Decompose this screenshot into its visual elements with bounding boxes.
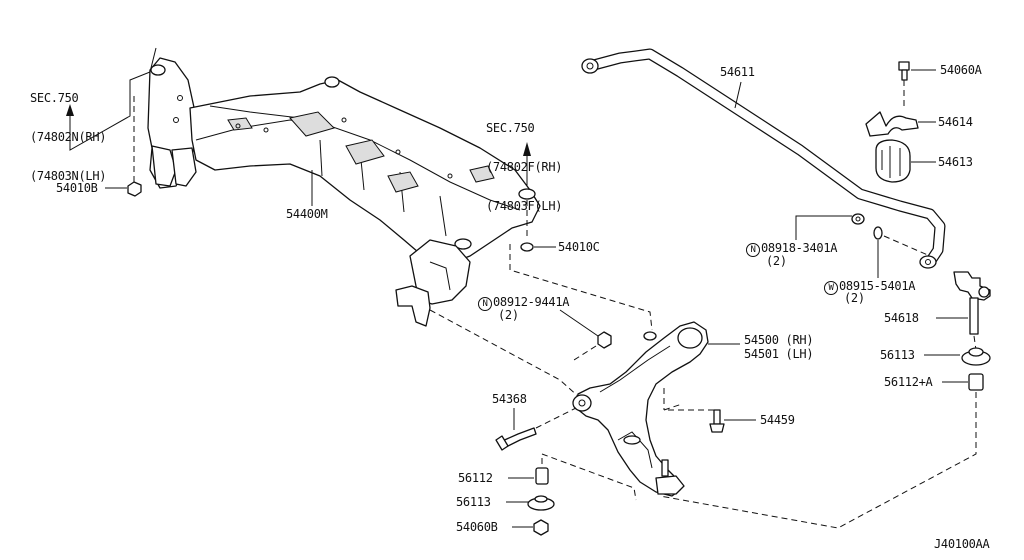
bolt-54368 xyxy=(495,407,577,451)
label-54501: 54501 (LH) xyxy=(744,347,814,361)
circled-n-icon: N xyxy=(478,297,492,311)
bolt-54060a xyxy=(898,61,936,110)
label-54613: 54613 xyxy=(938,155,973,169)
bracket-54614 xyxy=(865,111,936,137)
sec-left-label: SEC.750 (74802N(RH) (74803N(LH) xyxy=(30,66,106,196)
sec-center-line1: SEC.750 xyxy=(486,121,535,135)
lower-control-arm xyxy=(572,321,740,497)
label-54010b: 54010B xyxy=(56,181,98,195)
collar-56112 xyxy=(508,453,637,501)
washer-54010c xyxy=(520,200,556,252)
bushing-56113-left xyxy=(506,495,555,511)
stabilizer-bar xyxy=(581,48,946,269)
sec-left-line2: (74802N(RH) xyxy=(30,130,107,144)
code-08915: 08915-5401A xyxy=(839,279,916,293)
sec-center-line2: (74802F(RH) xyxy=(486,160,563,174)
qty-08912: (2) xyxy=(498,308,519,322)
sec-left-line1: SEC.750 xyxy=(30,91,79,105)
washer-08915 xyxy=(873,226,931,278)
nut-08912 xyxy=(559,309,612,361)
qty-08915: (2) xyxy=(844,291,865,305)
circled-n-icon: N xyxy=(746,243,760,257)
label-54611: 54611 xyxy=(720,65,755,79)
label-54400m: 54400M xyxy=(286,207,328,221)
label-56113-right: 56113 xyxy=(880,348,915,362)
connecting-rod-54618 xyxy=(936,271,991,351)
label-54060a: 54060A xyxy=(940,63,982,77)
nut-54060b xyxy=(512,519,549,536)
label-54060b: 54060B xyxy=(456,520,498,534)
sec-center-reference xyxy=(523,142,531,186)
sec-center-line3: (74803F(LH) xyxy=(486,199,563,213)
label-54010c: 54010C xyxy=(558,240,600,254)
collar-56112a xyxy=(659,373,984,529)
qty-08918: (2) xyxy=(766,254,787,268)
label-56112: 56112 xyxy=(458,471,493,485)
sec-left-line3: (74803N(LH) xyxy=(30,169,107,183)
suspension-member xyxy=(147,57,541,327)
circled-w-icon: W xyxy=(824,281,838,295)
nut-08918 xyxy=(795,213,865,240)
label-56113-left: 56113 xyxy=(456,495,491,509)
label-54618: 54618 xyxy=(884,311,919,325)
code-08912: 08912-9441A xyxy=(493,295,570,309)
label-56112a: 56112+A xyxy=(884,375,933,389)
bushing-56113-right xyxy=(924,347,991,366)
nut-54010b xyxy=(105,96,142,197)
label-54459: 54459 xyxy=(760,413,795,427)
sec-center-label: SEC.750 (74802F(RH) (74803F(LH) xyxy=(486,96,562,226)
label-54614: 54614 xyxy=(938,115,973,129)
label-54500: 54500 (RH) xyxy=(744,333,814,347)
bolt-54459 xyxy=(666,409,756,433)
code-08918: 08918-3401A xyxy=(761,241,838,255)
diagram-id: J40100AA xyxy=(934,537,990,551)
label-54368: 54368 xyxy=(492,392,527,406)
bushing-54613 xyxy=(875,139,936,183)
